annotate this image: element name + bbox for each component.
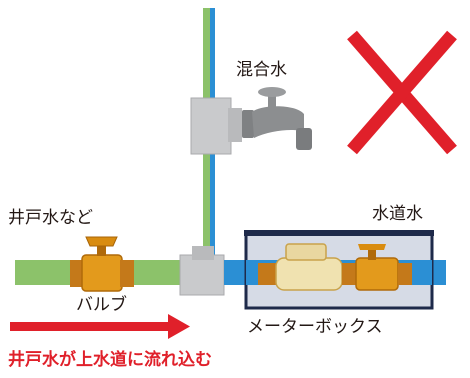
meter-box-label: メーターボックス (247, 317, 383, 337)
mixed-water-label: 混合水 (236, 60, 287, 80)
faucet-icon (242, 87, 312, 150)
valve-label: バルブ (76, 295, 127, 315)
upper-tee-fitting (190, 97, 242, 155)
cross-mark-icon (347, 30, 457, 155)
tap-water-label: 水道水 (372, 204, 423, 224)
caption: 井戸水が上水道に流れ込む (8, 350, 212, 370)
direction-arrow-icon (10, 314, 190, 339)
well-water-label: 井戸水など (8, 208, 93, 228)
lower-tee-fitting (179, 246, 225, 296)
water-meter-icon (258, 243, 412, 291)
valve-icon (70, 236, 134, 292)
